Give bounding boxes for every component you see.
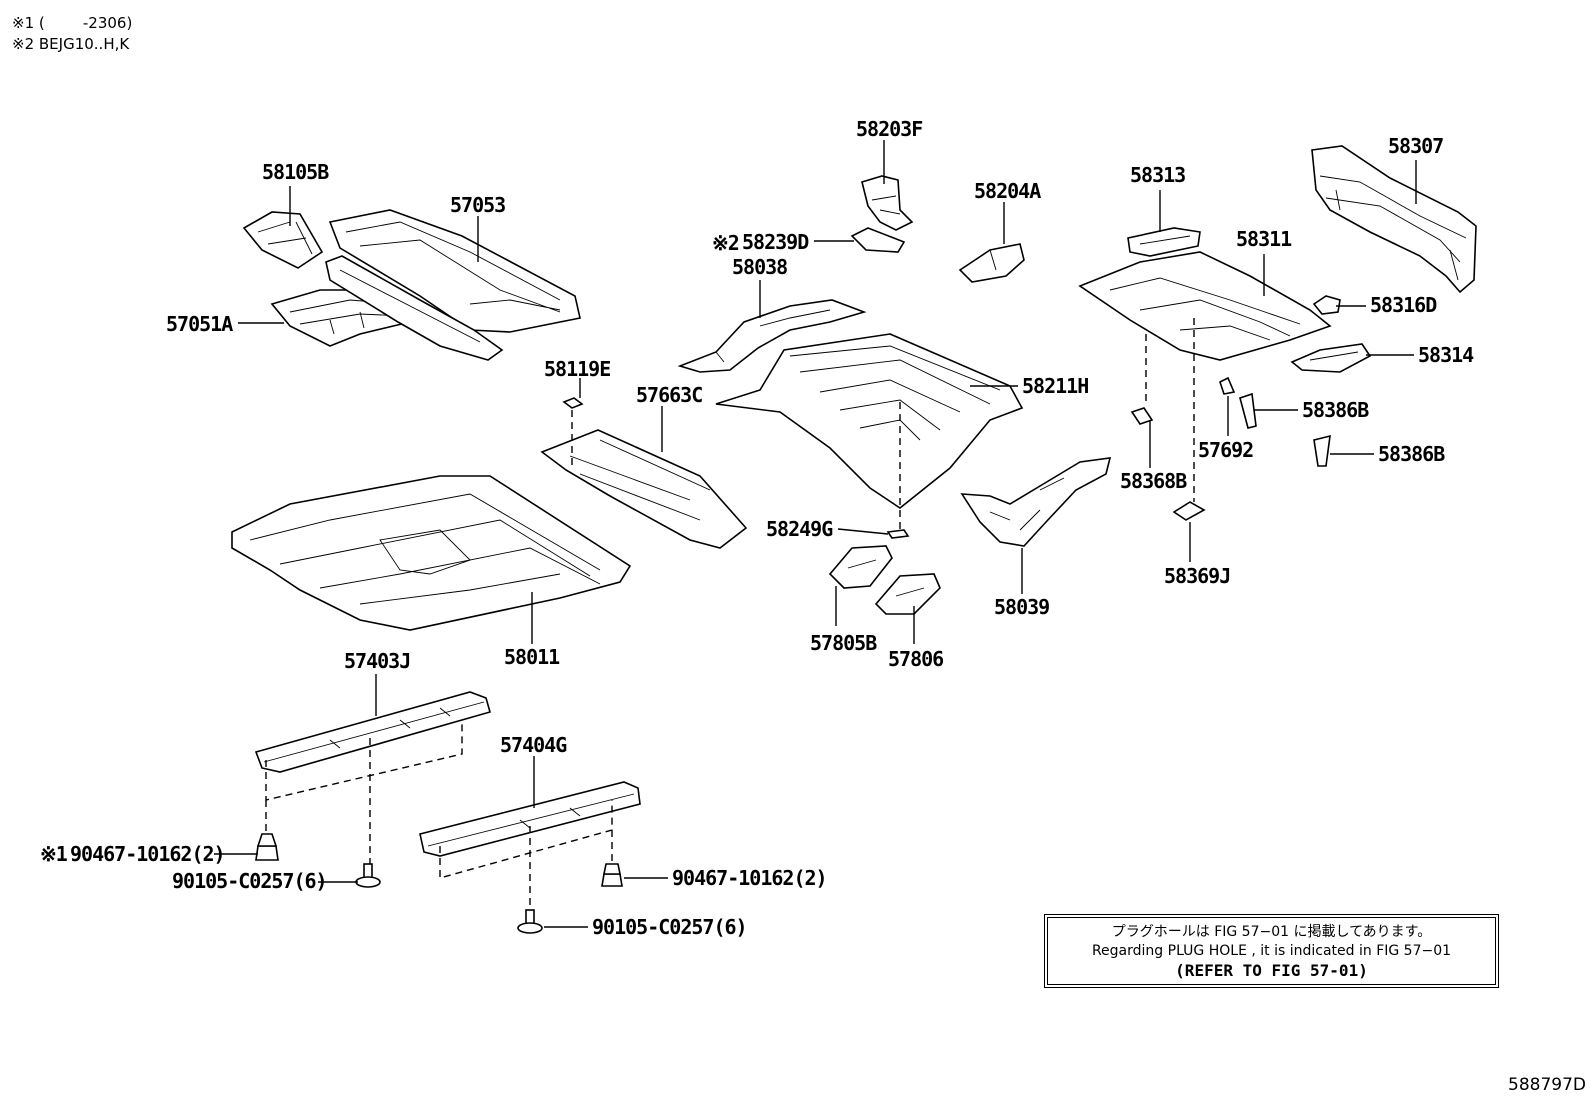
label-58239D[interactable]: 58239D — [742, 230, 810, 254]
label-58011[interactable]: 58011 — [504, 645, 561, 669]
label-57692[interactable]: 57692 — [1198, 438, 1254, 462]
label-57403J[interactable]: 57403J — [344, 649, 411, 673]
clip-left-drawing[interactable] — [255, 833, 279, 861]
part-58386B-b-drawing[interactable] — [1313, 434, 1331, 467]
part-58203F-drawing[interactable] — [861, 175, 914, 231]
label-58316D[interactable]: 58316D — [1370, 293, 1438, 317]
part-58038-drawing[interactable] — [677, 299, 867, 373]
label-58038[interactable]: 58038 — [732, 255, 788, 279]
label-58386B-b[interactable]: 58386B — [1378, 442, 1446, 466]
fastener-labels: ※1 90467-10162(2) 90105-C0257(6) 90467-1… — [40, 842, 828, 939]
part-labels: 58105B 57053 57051A 58203F ※2 58239D 580… — [166, 117, 1475, 757]
part-58249G-drawing[interactable] — [886, 529, 910, 539]
label-clip-left[interactable]: 90467-10162(2) — [70, 842, 226, 866]
part-58211H-drawing[interactable] — [715, 333, 1024, 509]
note-english: Regarding PLUG HOLE , it is indicated in… — [1091, 943, 1452, 959]
label-57053[interactable]: 57053 — [450, 193, 506, 217]
label-57404G[interactable]: 57404G — [500, 733, 568, 757]
part-58105B-drawing[interactable] — [242, 211, 324, 269]
label-clip-right[interactable]: 90467-10162(2) — [672, 866, 828, 890]
part-58314-drawing[interactable] — [1290, 343, 1372, 373]
part-58011-drawing[interactable] — [231, 475, 632, 631]
label-58039[interactable]: 58039 — [994, 595, 1050, 619]
label-58211H[interactable]: 58211H — [1022, 374, 1089, 398]
label-57051A[interactable]: 57051A — [166, 312, 234, 336]
label-bolt-left[interactable]: 90105-C0257(6) — [172, 869, 328, 893]
label-58368B[interactable]: 58368B — [1120, 469, 1188, 493]
leader-lines — [214, 140, 1417, 928]
label-57663C[interactable]: 57663C — [636, 383, 703, 407]
clip-right-drawing[interactable] — [601, 863, 623, 887]
part-shapes — [231, 145, 1477, 934]
label-57805B[interactable]: 57805B — [810, 631, 878, 655]
part-57692-drawing[interactable] — [1219, 376, 1236, 395]
label-58386B-a[interactable]: 58386B — [1302, 398, 1370, 422]
part-58204A-drawing[interactable] — [958, 243, 1025, 283]
bolt-left-drawing[interactable] — [355, 863, 381, 888]
label-58314[interactable]: 58314 — [1418, 343, 1475, 367]
label-58369J[interactable]: 58369J — [1164, 564, 1231, 588]
label-clip-left-prefix: ※1 — [40, 842, 68, 866]
label-58313[interactable]: 58313 — [1130, 163, 1186, 187]
part-58307-drawing[interactable] — [1311, 145, 1477, 294]
note-reference-link[interactable]: (REFER TO FIG 57-01) — [1175, 961, 1368, 980]
plug-hole-note: プラグホールは FIG 57−01 に掲載してあります。 Regarding P… — [1044, 914, 1499, 988]
label-58249G[interactable]: 58249G — [766, 517, 834, 541]
label-58311[interactable]: 58311 — [1236, 227, 1293, 251]
label-58307[interactable]: 58307 — [1388, 134, 1444, 158]
part-58368B-drawing[interactable] — [1130, 407, 1154, 425]
figure-id: 588797D — [1508, 1075, 1586, 1095]
part-57404G-drawing[interactable] — [419, 781, 641, 857]
label-bolt-center[interactable]: 90105-C0257(6) — [592, 915, 748, 939]
part-57805B-drawing[interactable] — [828, 545, 893, 589]
label-57806[interactable]: 57806 — [888, 647, 944, 671]
label-58204A[interactable]: 58204A — [974, 179, 1042, 203]
part-long-rail-drawing[interactable] — [325, 255, 504, 361]
label-58203F[interactable]: 58203F — [856, 117, 923, 141]
bolt-center-drawing[interactable] — [517, 909, 543, 934]
dashed-lines — [265, 318, 1195, 908]
part-57403J-drawing[interactable] — [254, 691, 491, 773]
part-58239D-drawing[interactable] — [850, 227, 906, 253]
label-58105B[interactable]: 58105B — [262, 160, 330, 184]
header-note-2: ※2 BEJG10..H,K — [12, 35, 130, 53]
part-58386B-a-drawing[interactable] — [1239, 392, 1257, 429]
note-japanese: プラグホールは FIG 57−01 に掲載してあります。 — [1111, 924, 1432, 940]
part-58369J-drawing[interactable] — [1172, 501, 1206, 521]
part-58311-drawing[interactable] — [1078, 251, 1332, 361]
label-58239D-prefix: ※2 — [712, 231, 739, 255]
part-58039-drawing[interactable] — [960, 457, 1112, 547]
part-58313-drawing[interactable] — [1127, 227, 1201, 257]
part-57053-drawing[interactable] — [328, 209, 581, 333]
part-58316D-drawing[interactable] — [1312, 295, 1341, 315]
part-57806-drawing[interactable] — [874, 573, 941, 615]
part-58119E-drawing[interactable] — [562, 397, 584, 409]
header-note-1: ※1 ( -2306) — [12, 14, 133, 32]
label-58119E[interactable]: 58119E — [544, 357, 611, 381]
part-57663C-drawing[interactable] — [540, 429, 748, 549]
